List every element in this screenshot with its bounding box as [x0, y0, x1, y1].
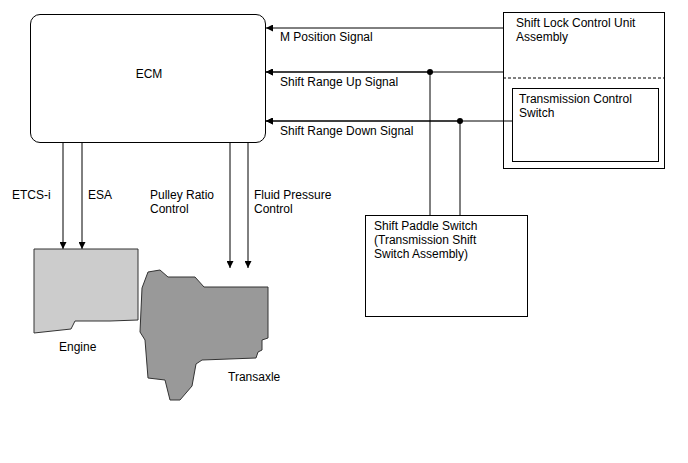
component-box: Shift Paddle Switch (Transmission Shift … [365, 215, 528, 317]
signal-name: Pulley Ratio Control [150, 188, 226, 216]
text-holder: Transmission Control Switch [519, 92, 651, 120]
component-box: Shift Lock Control Unit AssemblyTransmis… [503, 12, 665, 169]
engine-outline [34, 249, 140, 334]
signal-name: Shift Range Down Signal [280, 124, 480, 138]
text-holder: Engine [59, 340, 129, 354]
text-holder: Shift Paddle Switch (Transmission Shift … [374, 219, 504, 261]
label-holder: ESA [88, 188, 128, 202]
component-box: ECM [30, 14, 266, 143]
signal-name: ETCS-i [12, 188, 58, 202]
engine-body [34, 249, 138, 333]
component-label: Shift Lock Control Unit Assembly [516, 16, 661, 44]
label-holder: M Position Signal [280, 30, 480, 44]
label-holder: Pulley Ratio Control [150, 188, 226, 216]
component-box: Transmission Control Switch [512, 88, 659, 162]
component-label: Transmission Control Switch [519, 92, 651, 120]
component-shape: Transaxle [140, 268, 272, 402]
signal-name: Shift Range Up Signal [280, 75, 480, 89]
junction-dot [427, 69, 433, 75]
component-label: ECM [31, 67, 267, 81]
signal-name: Fluid Pressure Control [254, 188, 344, 216]
signal-arrow [230, 143, 231, 268]
signal-arrow [266, 28, 503, 29]
label-holder: Shift Range Down Signal [280, 124, 480, 138]
component-shape: Engine [34, 249, 140, 334]
component-label: Transaxle [228, 370, 298, 384]
label-holder: ETCS-i [12, 188, 58, 202]
divider-line [503, 78, 664, 79]
label-holder: Fluid Pressure Control [254, 188, 344, 216]
text-holder: Shift Lock Control Unit Assembly [516, 16, 661, 44]
signal-name: ESA [88, 188, 128, 202]
component-label: Engine [59, 340, 129, 354]
signal-name: M Position Signal [280, 30, 480, 44]
signal-arrow [63, 143, 64, 249]
text-holder: ECM [31, 67, 267, 81]
label-holder: Shift Range Up Signal [280, 75, 480, 89]
component-label: Shift Paddle Switch (Transmission Shift … [374, 219, 504, 261]
text-holder: Transaxle [228, 370, 298, 384]
signal-arrow [82, 143, 83, 249]
signal-arrow [248, 143, 249, 268]
junction-dot [457, 118, 463, 124]
